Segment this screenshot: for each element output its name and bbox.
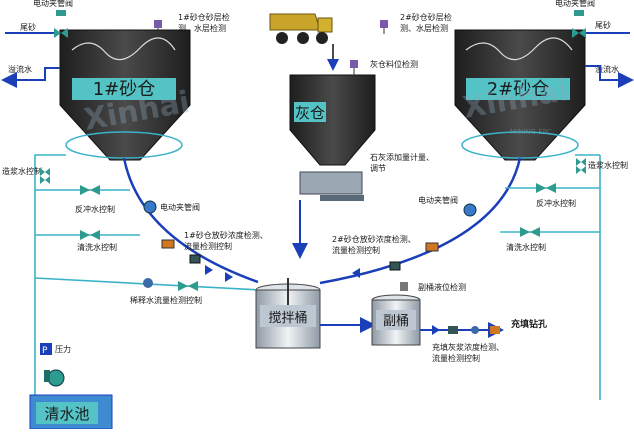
fill-slurry-line1: 充填灰浆浓度检测、 [432, 342, 504, 352]
bin1-sand-bin: 1#砂仓 [59, 29, 191, 161]
backflush-left-label: 反冲水控制 [75, 204, 115, 214]
bin1-discharge-line2: 流量检测控制 [184, 241, 232, 251]
bin1-name: 1#砂仓 [93, 79, 156, 100]
fill-valve-icon[interactable] [490, 326, 500, 334]
lime-level-label: 灰仓料位检测 [370, 59, 418, 69]
bin1-level-line2: 测、水层检测 [178, 23, 226, 33]
fill-slurry-line2: 流量检测控制 [432, 353, 480, 363]
motor-valve-mid-right-label: 电动夹管阀 [418, 195, 458, 205]
bin2-level-line2: 测、水层检测 [400, 23, 448, 33]
fill-flowmeter-icon [448, 326, 458, 334]
bin2-discharge-pipe [319, 157, 522, 285]
slurry-ctrl-left-label: 造浆水控制 [2, 166, 42, 176]
clean-right-label: 清洗水控制 [506, 242, 546, 252]
lime-dosing-line2: 调节 [370, 164, 386, 173]
backflush-right-label: 反冲水控制 [536, 198, 576, 208]
backflush-right-valve-icon[interactable] [536, 183, 556, 193]
tailings-right-label: 尾砂 [595, 20, 611, 30]
fill-hole-label: 充填钻孔 [511, 318, 547, 330]
backflush-left-valve-icon[interactable] [80, 185, 100, 195]
overflow-left-pipe [1, 67, 60, 88]
motor-valve-mid-left-label: 电动夹管阀 [160, 202, 200, 212]
tailings-left-label: 尾砂 [20, 22, 36, 32]
screw-feeder-icon [299, 171, 364, 201]
slurry-ctrl-left-valve-icon[interactable] [40, 168, 50, 184]
bin2-discharge-line2: 流量检测控制 [332, 245, 380, 255]
pressure-gauge-text: P [42, 346, 48, 356]
fill-pump-icon[interactable] [432, 325, 440, 335]
aux-tank: 副桶 [371, 294, 421, 346]
motor-valve-tr-label: 电动夹管阀 [555, 0, 595, 8]
dilution-flowmeter-icon [143, 278, 153, 288]
clean-left-valve-icon[interactable] [80, 230, 100, 240]
clean-right-valve-icon[interactable] [520, 227, 540, 237]
bin2-name: 2#砂仓 [487, 79, 550, 100]
bin2-level-sensor-icon [380, 20, 388, 34]
overflow-right-pipe [585, 65, 634, 88]
pump-icon[interactable] [44, 369, 65, 387]
pressure-gauge-icon: P [40, 343, 52, 356]
motor-valve-tl-label: 电动夹管阀 [33, 0, 73, 8]
overflow-left-label: 溢流水 [8, 64, 32, 74]
watermark-tag: MINING EPC [510, 128, 552, 136]
bin2-label-plate [466, 78, 570, 100]
mixer-tank: 搅拌桶 [255, 278, 321, 349]
bin2-level-line1: 2#砂仓砂层检 [400, 12, 452, 22]
bin1-label-plate [72, 78, 176, 100]
lime-dosing-line1: 石灰添加量计量、 [370, 152, 434, 162]
pressure-label: 压力 [55, 344, 71, 354]
motor-valve-tr-icon[interactable] [572, 10, 586, 38]
overflow-right-label: 溢流水 [595, 64, 619, 74]
bin1-discharge-pipe [122, 157, 259, 284]
dilution-flow-label: 稀释水流量检测控制 [130, 295, 202, 305]
motor-valve-mid-left-icon[interactable] [143, 200, 157, 214]
clean-left-label: 清洗水控制 [77, 242, 117, 252]
lime-level-sensor-icon [350, 60, 358, 76]
bin2-flowmeter-icon [425, 242, 439, 252]
bin1-level-sensor-icon [154, 20, 162, 34]
dump-truck-icon [269, 13, 333, 44]
mixer-name: 搅拌桶 [268, 310, 307, 326]
bin1-flowmeter-icon [161, 239, 175, 249]
slurry-ctrl-right-valve-icon[interactable] [576, 158, 586, 174]
bin2-density-meter-icon [389, 261, 401, 271]
aux-level-label: 副桶液位检测 [418, 282, 466, 292]
water-pool-name: 清水池 [44, 405, 89, 423]
motor-valve-tl-icon[interactable] [54, 10, 68, 38]
aux-level-sensor-icon [400, 282, 408, 291]
bin2-discharge-line1: 2#砂仓放砂浓度检测、 [332, 234, 416, 244]
motor-valve-mid-right-icon[interactable] [463, 203, 477, 217]
fill-density-icon [471, 326, 479, 334]
bin1-discharge-line1: 1#砂仓放砂浓度检测、 [184, 230, 268, 240]
bin1-level-line1: 1#砂仓砂层检 [178, 12, 230, 22]
bin1-density-meter-icon [189, 254, 201, 264]
lime-bin-name: 灰仓 [295, 104, 325, 122]
dilution-valve-icon[interactable] [178, 281, 198, 291]
aux-tank-name: 副桶 [383, 314, 409, 329]
lime-bin: 灰仓 [289, 74, 376, 166]
water-pool: 清水池 [29, 394, 113, 430]
slurry-ctrl-right-label: 造浆水控制 [588, 160, 628, 170]
